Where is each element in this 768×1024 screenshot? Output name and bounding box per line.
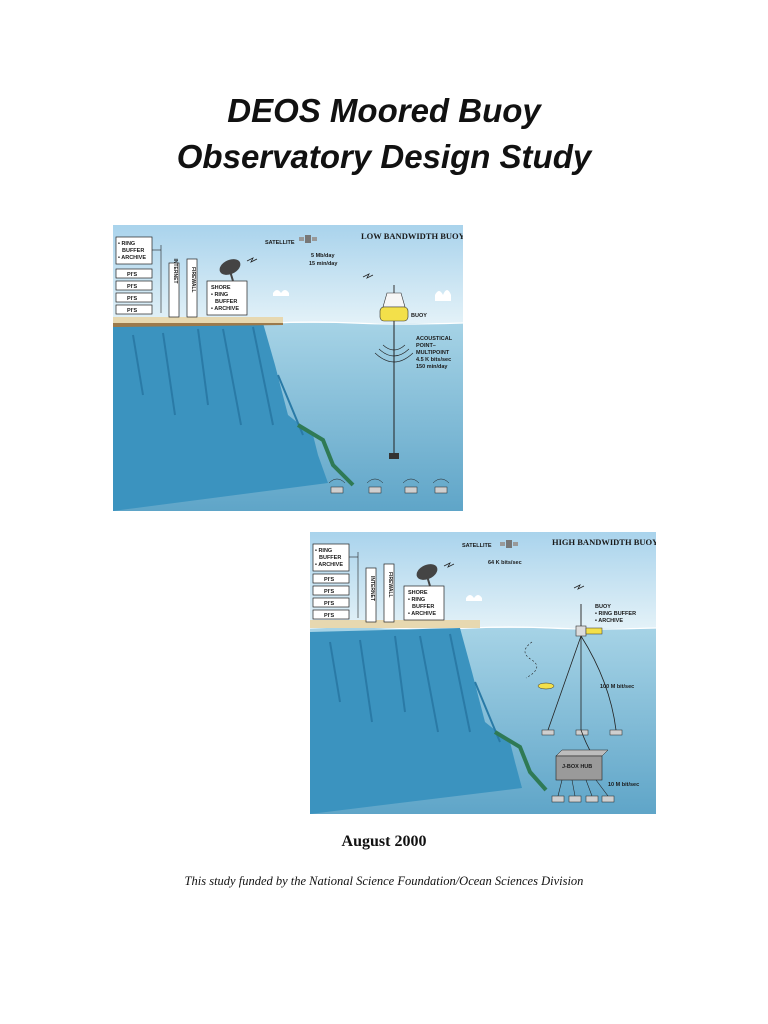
satellite-icon — [299, 235, 317, 243]
pi-label-4: PI'S — [127, 308, 138, 314]
signal-bolt-icon — [443, 562, 455, 568]
rate-1: 5 Mb/day — [311, 253, 335, 259]
shore-line-2: • RING — [408, 597, 425, 603]
cliff — [310, 628, 522, 814]
pi-box-2 — [312, 585, 350, 596]
shore-line-3: BUFFER — [215, 299, 237, 305]
buoy-line-2: • RING BUFFER — [595, 611, 636, 617]
pi-label-3: PI'S — [127, 296, 138, 302]
pi-box-2 — [115, 280, 153, 291]
internet-box — [365, 567, 377, 623]
seafloor-sensors — [551, 795, 615, 803]
satellite-label: SATELLITE — [265, 240, 295, 246]
mooring-tripod — [547, 635, 617, 731]
cloud-icon — [466, 595, 482, 601]
jbox-hub-icon — [555, 749, 609, 781]
signal-bolt-icon — [573, 584, 585, 590]
cloud-icon — [435, 290, 451, 301]
cliff-texture — [329, 633, 501, 743]
shore-box — [403, 585, 445, 621]
rate-1: 64 K bits/sec — [488, 560, 522, 566]
document-title: DEOS Moored Buoy Observatory Design Stud… — [0, 88, 768, 180]
firewall-box — [383, 563, 395, 623]
firewall-box — [186, 258, 198, 318]
pi-box-1 — [115, 268, 153, 279]
acoustic-waves-icon — [374, 344, 414, 363]
cliff-texture — [132, 326, 304, 436]
figure-heading: HIGH BANDWIDTH BUOY — [552, 537, 656, 547]
shore-platform — [113, 317, 283, 323]
shore-line-4: • ARCHIVE — [408, 611, 436, 617]
acoustic-line-5: 150 min/day — [416, 364, 448, 370]
pi-label-2: PI'S — [324, 589, 335, 595]
pi-label-3: PI'S — [324, 601, 335, 607]
archive-box — [312, 543, 350, 572]
cloud-icon — [273, 290, 289, 296]
archive-line-3: • ARCHIVE — [118, 255, 146, 261]
internet-box — [168, 262, 180, 318]
title-line-1: DEOS Moored Buoy — [227, 92, 541, 129]
seafloor-sensors — [328, 478, 450, 494]
seaweed — [296, 423, 355, 487]
seaweed — [493, 730, 548, 792]
pi-label-4: PI'S — [324, 613, 335, 619]
high-bandwidth-buoy-figure: • RING BUFFER • ARCHIVE PI'S PI'S PI'S P… — [310, 532, 656, 814]
archive-line-3: • ARCHIVE — [315, 562, 343, 568]
cliff — [113, 323, 328, 511]
shore-box — [206, 280, 248, 316]
satellite-dish-icon — [416, 564, 438, 587]
buoy-icon — [379, 285, 409, 322]
high-bandwidth-diagram: • RING BUFFER • ARCHIVE PI'S PI'S PI'S P… — [310, 532, 656, 814]
archive-line-2: BUFFER — [319, 555, 341, 561]
shore-line-4: • ARCHIVE — [211, 306, 239, 312]
archive-box — [115, 236, 153, 265]
buoy-line-1: BUOY — [595, 604, 611, 610]
funding-note: This study funded by the National Scienc… — [184, 874, 584, 888]
internet-label: INTERNET — [369, 576, 375, 601]
jbox-label: J-BOX HUB — [562, 764, 592, 770]
archive-line-2: BUFFER — [122, 248, 144, 254]
acoustic-line-1: ACOUSTICAL — [416, 336, 453, 342]
buoy-label: BUOY — [411, 313, 427, 319]
shore-line-2: • RING — [211, 292, 228, 298]
satellite-icon — [500, 540, 518, 548]
internet-label: INTERNET — [172, 259, 178, 284]
shore-platform — [310, 620, 480, 628]
firewall-label: FIREWALL — [387, 572, 393, 598]
document-date: August 2000 — [341, 833, 427, 850]
rate-jbox: 10 M bit/sec — [608, 782, 639, 788]
pi-box-3 — [115, 292, 153, 303]
auv-icon — [537, 682, 555, 690]
archive-line-1: • RING — [118, 241, 135, 247]
low-bandwidth-diagram: • RING BUFFER • ARCHIVE PI'S PI'S PI'S P… — [113, 225, 463, 511]
figure-heading: LOW BANDWIDTH BUOY — [361, 231, 463, 241]
archive-line-1: • RING — [315, 548, 332, 554]
pi-label-1: PI'S — [127, 272, 138, 278]
anchor — [389, 453, 399, 459]
acoustic-line-3: MULTIPOINT — [416, 350, 450, 356]
pi-box-4 — [312, 609, 350, 620]
shore-line-3: BUFFER — [412, 604, 434, 610]
signal-bolt-icon — [246, 257, 258, 263]
satellite-label: SATELLITE — [462, 543, 492, 549]
low-bandwidth-buoy-figure: • RING BUFFER • ARCHIVE PI'S PI'S PI'S P… — [113, 225, 463, 511]
pi-box-3 — [312, 597, 350, 608]
sensor-cables — [557, 779, 609, 797]
pi-label-1: PI'S — [324, 577, 335, 583]
shore-line-1: SHORE — [211, 285, 231, 291]
pi-box-1 — [312, 573, 350, 584]
firewall-label: FIREWALL — [190, 267, 196, 293]
pi-label-2: PI'S — [127, 284, 138, 290]
signal-bolt-icon — [362, 273, 374, 279]
acoustic-line-4: 4.5 K bits/sec — [416, 357, 451, 363]
buoy-line-3: • ARCHIVE — [595, 618, 623, 624]
title-line-2: Observatory Design Study — [176, 138, 592, 175]
acoustic-line-2: POINT– — [416, 343, 436, 349]
shore-line-1: SHORE — [408, 590, 428, 596]
pi-box-4 — [115, 304, 153, 315]
rate-cable: 100 M bit/sec — [600, 684, 634, 690]
satellite-dish-icon — [219, 259, 241, 282]
rate-2: 15 min/day — [309, 261, 338, 267]
